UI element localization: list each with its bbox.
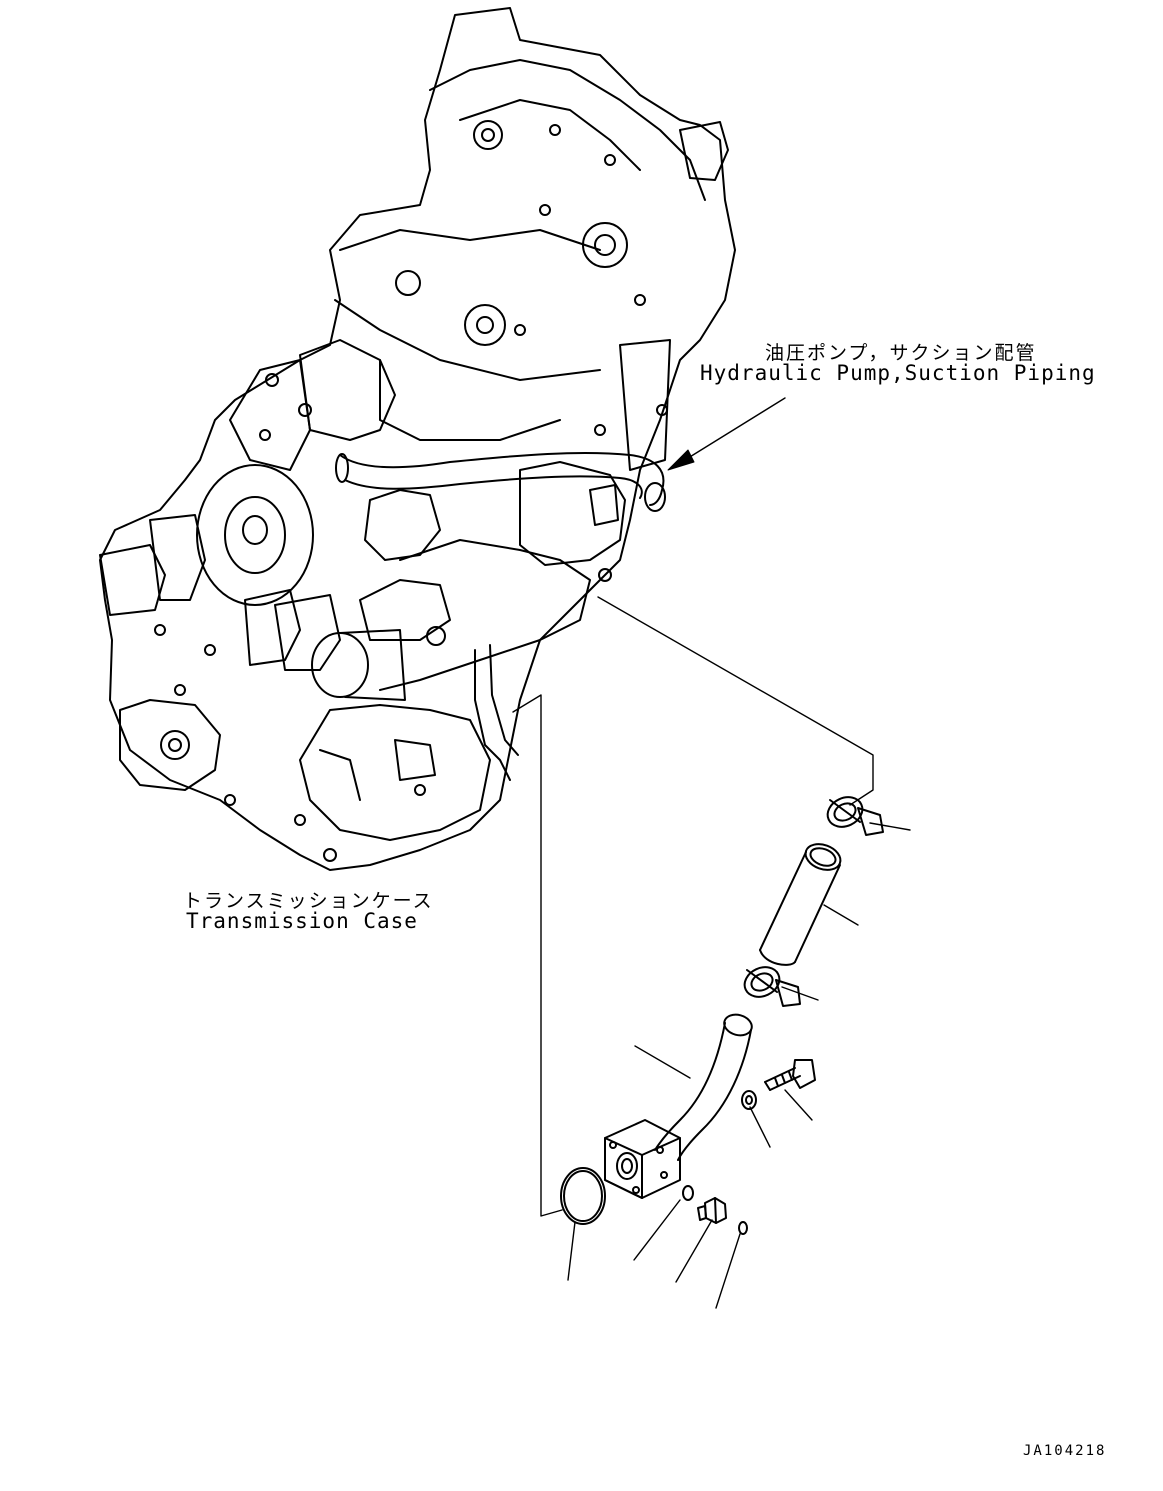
transmission-case-label-en: Transmission Case (186, 909, 418, 933)
hose-icon (759, 843, 842, 966)
pump-piping-label-en: Hydraulic Pump,Suction Piping (700, 361, 1096, 385)
pump-piping-label-jp: 油圧ポンプ，サクション配管 (765, 342, 1037, 364)
leader-lines (512, 397, 911, 1309)
o-ring-icon (682, 1185, 694, 1201)
plug-icon (697, 1197, 727, 1224)
transmission-assembly-drawing (99, 7, 736, 871)
flanged-tube-icon (604, 1013, 753, 1199)
o-ring-icon (738, 1221, 748, 1235)
bolt-icon (764, 1059, 816, 1091)
hose-clamp-icon (743, 966, 801, 1007)
hose-clamp-icon (826, 796, 884, 836)
o-ring-icon (560, 1167, 606, 1225)
transmission-case-label-jp: トランスミッションケース (183, 890, 434, 912)
washer-icon (741, 1090, 757, 1110)
drawing-id: JA104218 (1023, 1443, 1107, 1459)
arrowhead-icon (667, 449, 695, 471)
installed-suction-pipe (335, 451, 666, 512)
